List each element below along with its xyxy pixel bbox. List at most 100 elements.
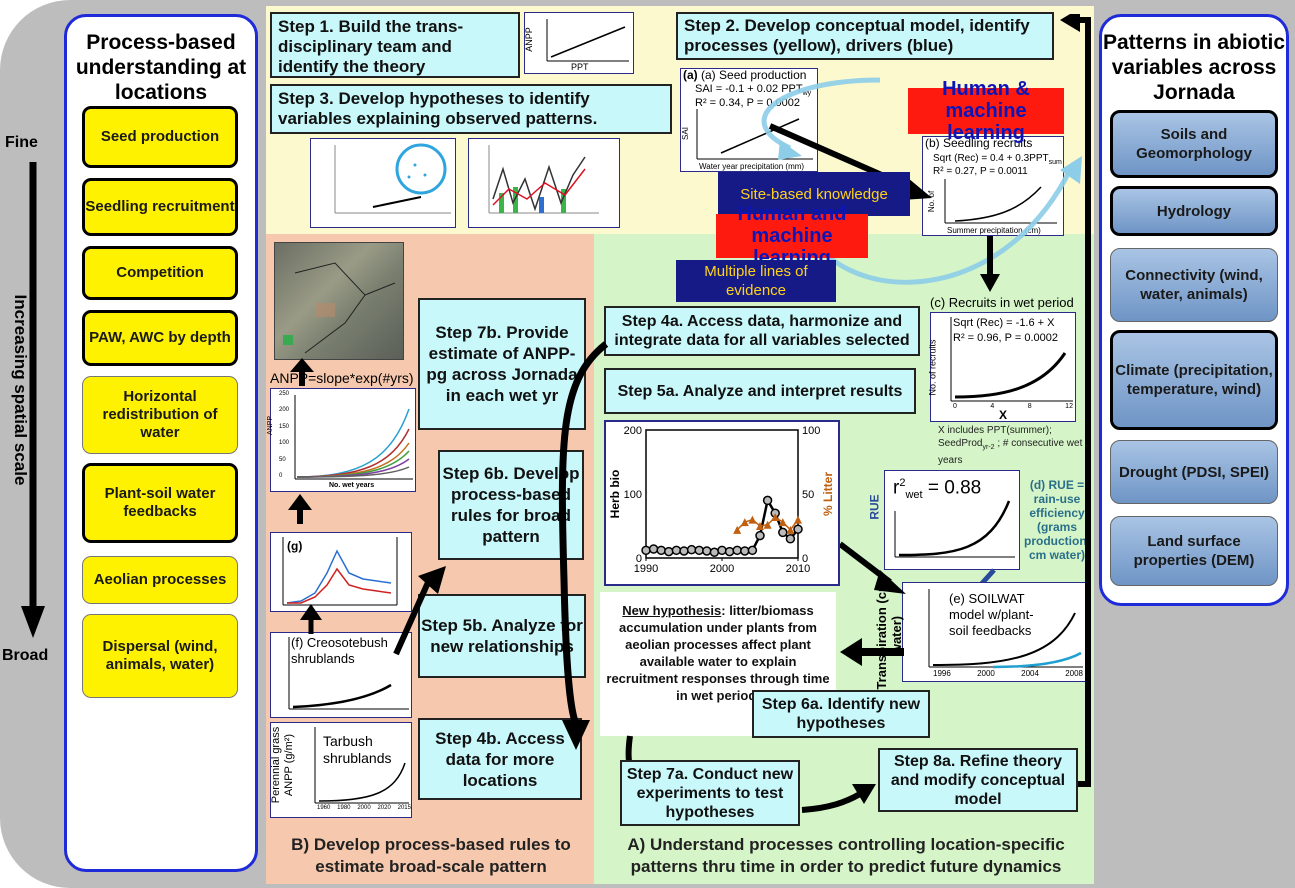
step-1-box: Step 1. Build the trans-disciplinary tea… [270,12,520,78]
plot-c-xlabel: X [999,408,1008,422]
herb-bio-point [709,547,720,557]
scale-fine-label: Fine [5,134,38,151]
step-4b-box: Step 4b. Access data for more locations [418,718,582,800]
anpp-plot-ticks: 250 200 150 100 50 0 [279,391,289,479]
anpp-tick: 200 [279,407,290,414]
step3-trend-line [372,196,422,208]
plot-c-tick: 12 [1065,403,1073,410]
chart-to-e-arrow [840,541,906,594]
plot-e-tick: 2008 [1065,669,1083,678]
plot-b-svg [944,179,1057,224]
step1-plot: PPT ANPP [524,12,634,74]
pattern-item: Hydrology [1110,186,1278,236]
pattern-item: Climate (precipitation, temperature, win… [1110,330,1278,430]
herb-bio-point [724,546,735,557]
plot-c-ticks: 0 4 8 12 [953,403,1073,410]
litter-point [778,518,787,527]
satellite-image [274,242,404,360]
herb-bio-point [755,530,765,541]
plot-c-note: X includes PPT(summer); SeedProdyr-2 ; #… [938,424,1088,467]
plot-f-curve [292,683,392,709]
plot-c-note-sub: yr-2 [982,444,995,451]
step-7a-box: Step 7a. Conduct new experiments to test… [620,760,800,826]
plot-d-r2-val: = 0.88 [922,477,982,499]
new-hypothesis-title: New hypothesis [622,603,722,618]
step-5a-box: Step 5a. Analyze and interpret results [604,368,916,414]
litter-point [756,522,764,530]
process-item: Seedling recruitment [82,178,238,236]
plot-d-title: (d) RUE = rain-use efficiency (grams pro… [1024,478,1090,562]
pattern-item: Connectivity (wind, water, animals) [1110,248,1278,322]
plot-e-tick: 1996 [933,669,951,678]
plot-e-svg [928,589,1083,669]
plot-tarbush-tick: 2000 [357,805,371,811]
litter-point [748,515,757,524]
plot-tarbush-ylabel: Perennial grass ANPP (g/m²) [270,726,295,804]
plot-tarbush-tick: 1980 [337,805,351,811]
g-to-anpp-arrow [288,494,312,524]
litter-point [740,518,749,527]
feedback-arrow [1060,14,1091,787]
step-7b-box: Step 7b. Provide estimate of ANPP-pg acr… [418,298,586,430]
plot-g-title: (g) [287,539,303,553]
plot-c-title: (c) Recruits in wet period [930,295,1074,310]
pattern-item: Drought (PDSI, SPEI) [1110,440,1278,504]
process-item: Aeolian processes [82,556,238,604]
process-item: Plant-soil water feedbacks [82,463,238,543]
step-8a-box: Step 8a. Refine theory and modify concep… [878,748,1078,812]
plot-e-soilwat: (e) SOILWAT model w/plant-soil feedbacks… [902,582,1088,682]
plot-e-tick: 2000 [977,669,995,678]
plot-a-eq: SAI = -0.1 + 0.02 PPTwy [695,83,811,100]
step-5b-box: Step 5b. Analyze for new relationships [418,594,586,678]
plot-tarbush-tick: 2015 [397,805,411,811]
litter-point [733,525,742,534]
plot-c-eq: Sqrt (Rec) = -1.6 + X [953,317,1055,329]
step-3-box: Step 3. Develop hypotheses to identify v… [270,84,672,134]
region-a-label: A) Understand processes controlling loca… [627,835,1065,876]
scale-arrow [21,162,45,638]
plot-c-note-text: X includes PPT(summer); SeedProd [938,425,1052,449]
7a-to-8a-arrow [801,784,876,813]
step1-plot-svg [546,19,629,62]
main-chart-y-tick: 0 [636,553,642,565]
process-item: Competition [82,246,238,300]
plot-d-ylabel: RUE [867,494,882,520]
plot-a-trend-line [720,118,800,154]
herb-bio-point [747,545,758,556]
plot-tarbush-svg [314,727,409,804]
herb-bio-line [645,497,799,554]
plot-a-svg [696,109,813,160]
litter-point [771,513,780,522]
anpp-plot: ANPP No. wet years 250 200 150 100 50 0 [267,388,416,492]
process-item: Horizontal redistribution of water [82,376,238,454]
plot-e-title: (e) SOILWAT model w/plant-soil feedbacks [949,591,1034,638]
main-chart-frame [645,429,799,559]
litter-point [763,520,772,529]
plot-c-svg [950,317,1073,402]
plot-b-stats: R² = 0.27, P = 0.0011 [933,166,1028,177]
plot-a-eq-sub: wy [802,90,812,98]
main-chart-x-tick: 2000 [710,563,734,575]
plot-d-r2-r: r [893,477,900,499]
human-machine-learning-box-2: Human and machine learning [716,203,868,269]
step-6a-box: Step 6a. Identify new hypotheses [752,690,930,738]
plot-e-curve-black [932,612,1076,666]
anpp-plot-svg [294,395,413,480]
main-chart-y-tick: 200 [624,425,642,437]
plot-c-curve [954,352,1067,399]
herb-bio-point [656,545,666,556]
herb-bio-point [664,546,674,557]
plot-g-svg [282,537,398,606]
plot-tarbush-tick: 1960 [317,805,331,811]
process-item: Dispersal (wind, animals, water) [82,614,238,698]
plot-tarbush-curve [318,762,406,802]
plot-d-svg [894,500,1015,558]
plot-b-curve [954,186,1042,222]
site-knowledge-box: Site-based knowledge [718,172,910,216]
anpp-to-image-arrow [290,358,314,386]
plot-a-tag: (a) [683,68,698,82]
plot-c-tick: 4 [990,403,995,410]
plot-b-xlabel: Summer precipitation (cm) [947,226,1041,235]
b-to-c-arrow [980,236,1000,292]
step3-timeseries-svg [488,145,599,214]
